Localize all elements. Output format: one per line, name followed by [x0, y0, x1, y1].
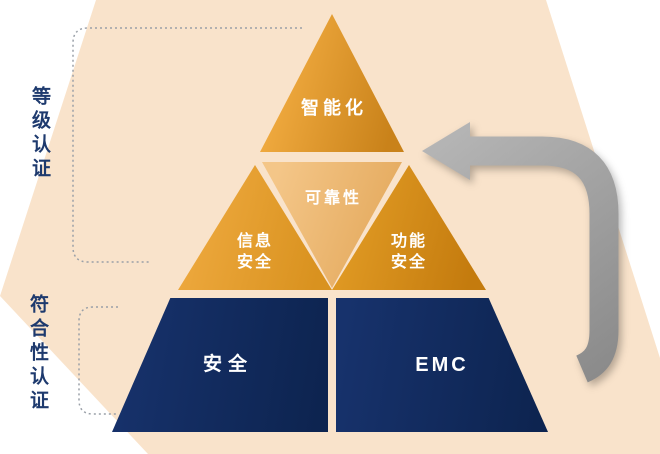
arrow-head: [422, 122, 470, 180]
curved-arrow: [422, 122, 619, 383]
pyramid-base-left-label: 安全: [202, 354, 253, 376]
dotted-bracket-conformity-certification: [78, 306, 118, 415]
side-label-level-certification: 等级认证: [29, 86, 50, 182]
pyramid-mid-left-label: 信息 安全: [236, 232, 273, 272]
pyramid-mid-right-label: 功能 安全: [390, 232, 427, 272]
pyramid-base-right-label: EMC: [415, 353, 469, 376]
pyramid-center-label: 可靠性: [304, 190, 362, 207]
dotted-bracket-level-certification: [72, 27, 302, 263]
side-label-conformity-certification: 符合性认证: [27, 294, 48, 414]
pyramid-top-label: 智能化: [301, 97, 367, 118]
